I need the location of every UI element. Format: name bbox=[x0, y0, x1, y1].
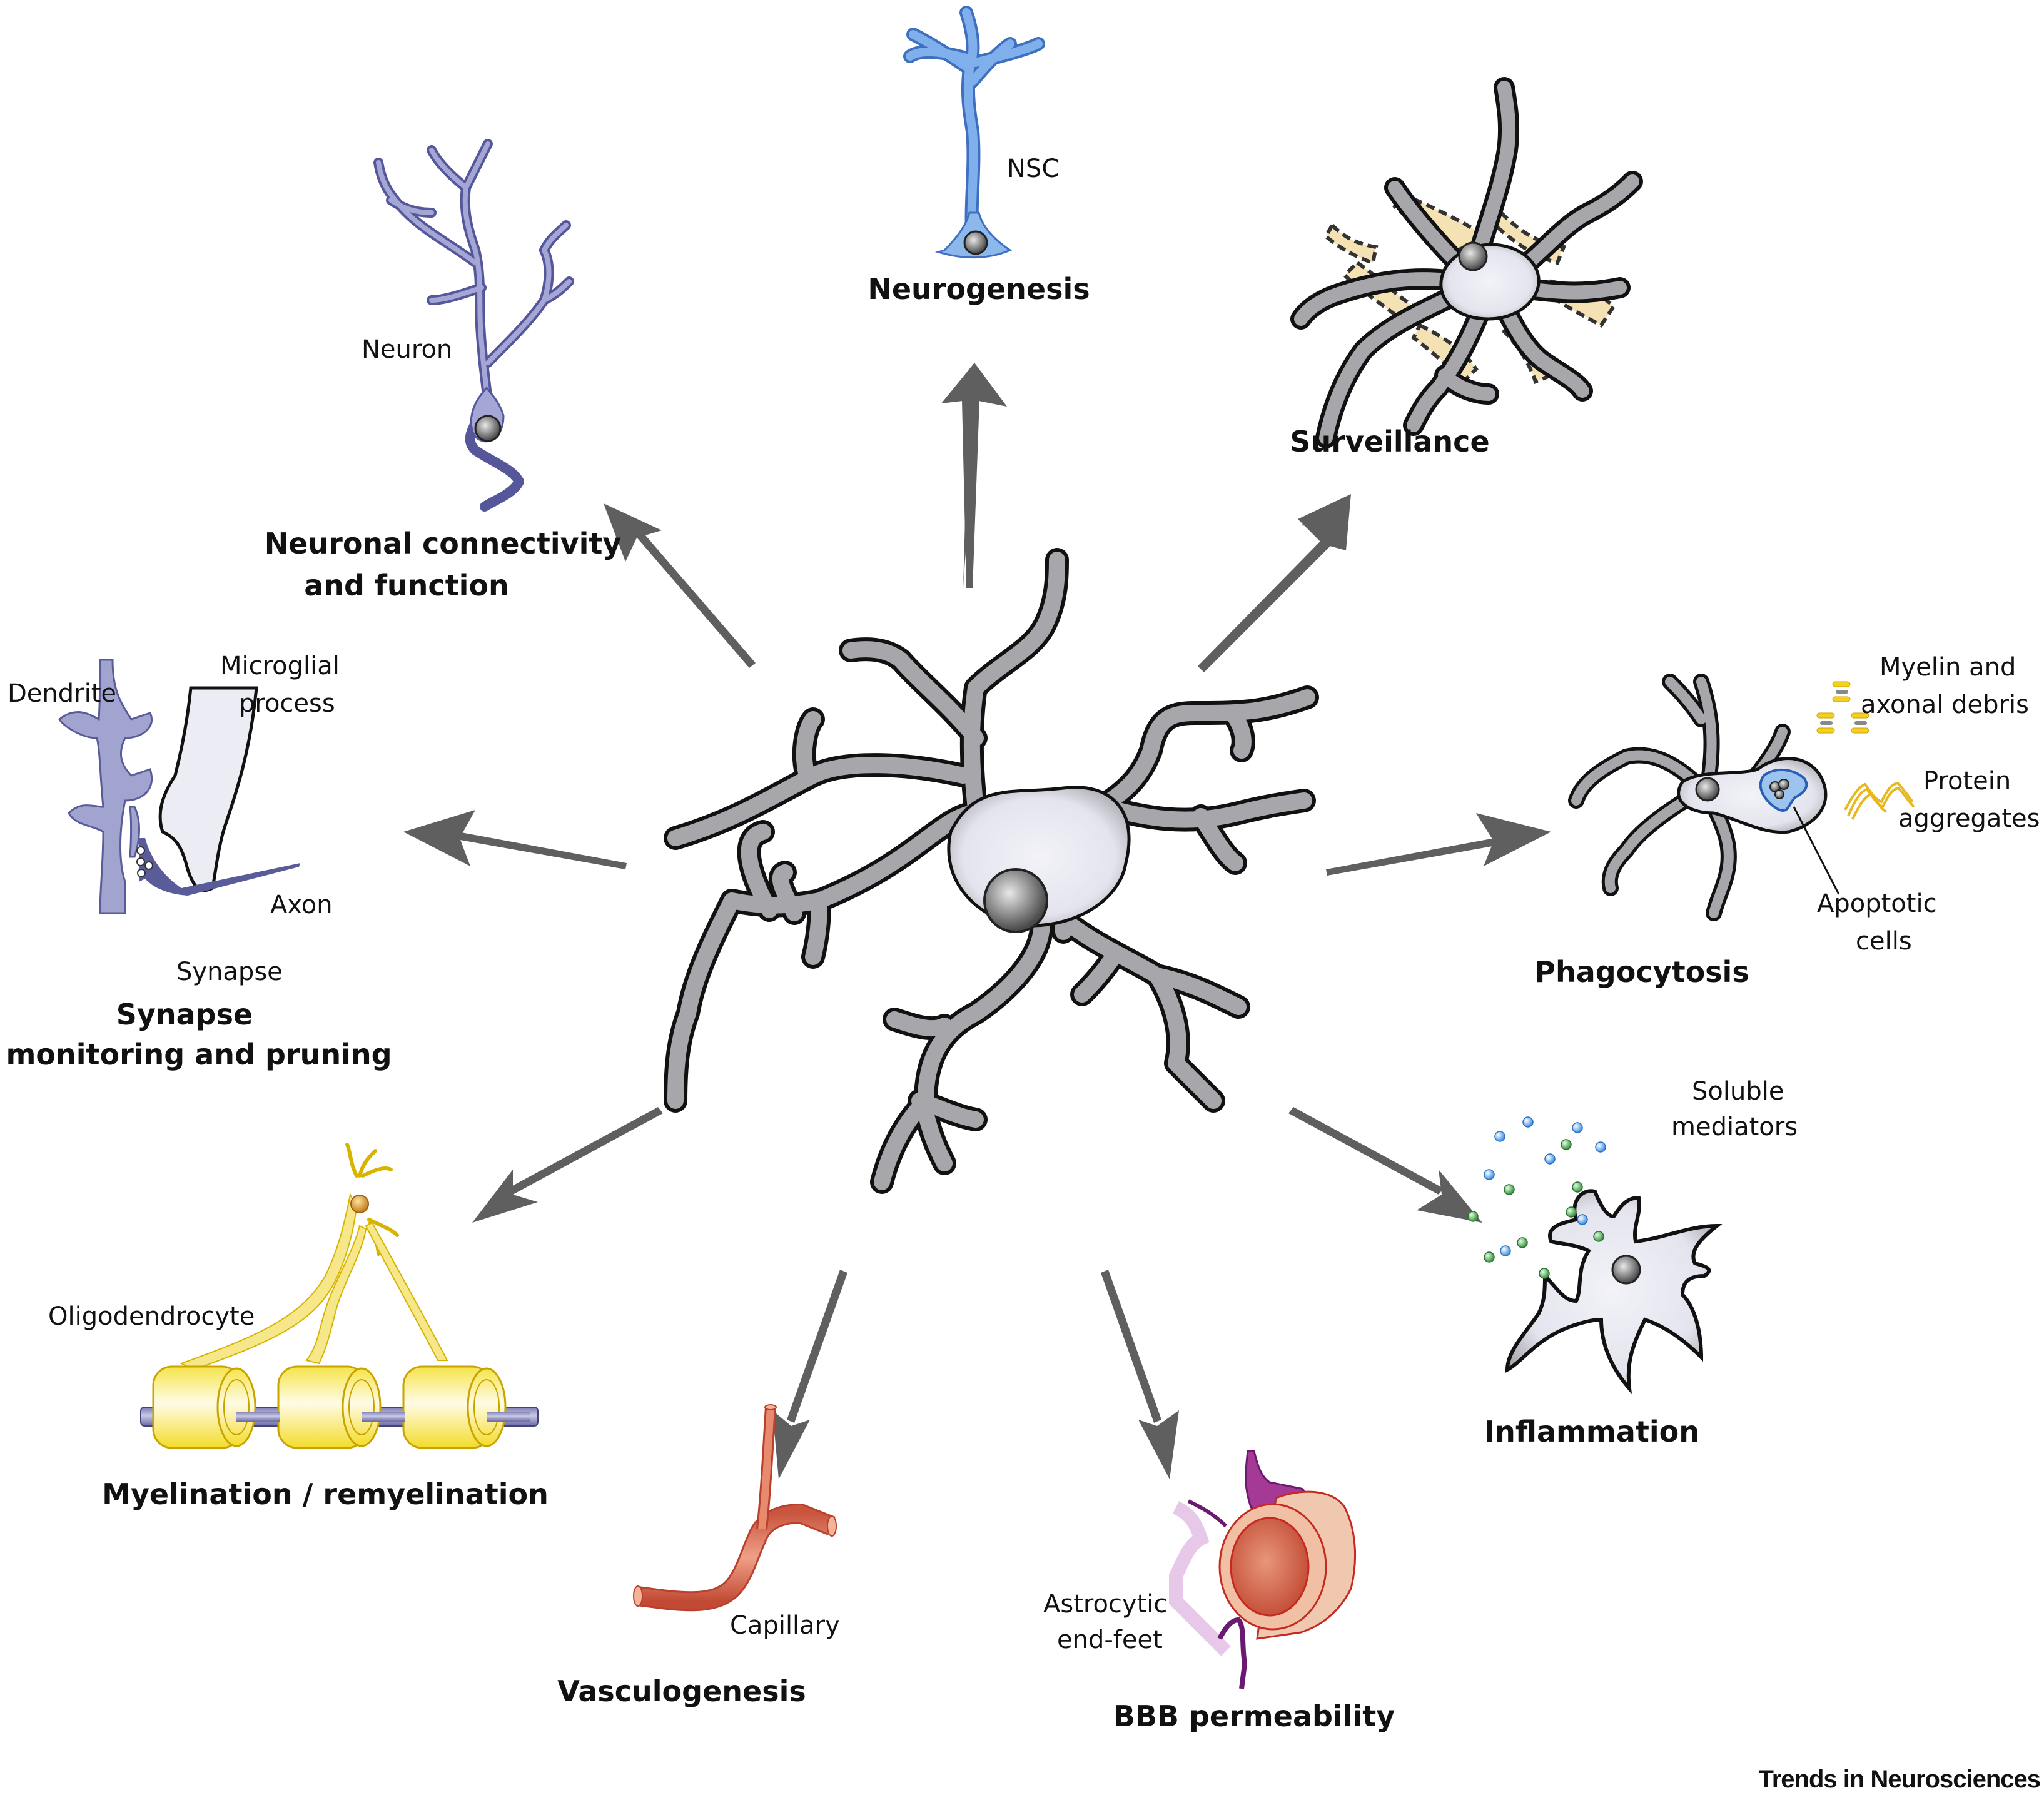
apoptotic-cell-shape bbox=[1759, 768, 1808, 812]
vasculogenesis-panel: Capillary Vasculogenesis bbox=[557, 1404, 840, 1708]
myelination-title: Myelination / remyelination bbox=[102, 1477, 549, 1511]
protein-aggregates-label-line2: aggregates bbox=[1898, 804, 2040, 833]
synapse-title-line1: Synapse bbox=[116, 998, 253, 1031]
neurogenesis-title: Neurogenesis bbox=[868, 272, 1090, 306]
arrow-to-bbb bbox=[1101, 1270, 1179, 1479]
surveillance-microglia-icon bbox=[1290, 77, 1643, 448]
bbb-panel: Astrocytic end-feet BBB permeability bbox=[1043, 1450, 1395, 1733]
nsc-label: NSC bbox=[1007, 154, 1059, 183]
synapse-panel: Dendrite Microglial process Axon Synapse… bbox=[6, 652, 392, 1071]
myelin-debris-label-line1: Myelin and bbox=[1880, 653, 2016, 682]
arrow-to-surveillance bbox=[1198, 494, 1351, 672]
myelination-panel: Oligodendrocyte Myelination / remyelinat… bbox=[48, 1143, 549, 1511]
phagocytic-microglia-icon bbox=[1568, 674, 1915, 921]
inflammation-panel: Soluble mediators Inflammation bbox=[1467, 1077, 1798, 1449]
microglial-process-shape bbox=[158, 686, 258, 892]
arrow-to-phagocytosis bbox=[1326, 813, 1551, 876]
surveillance-panel: Surveillance bbox=[1290, 77, 1643, 458]
phagocytosis-title: Phagocytosis bbox=[1534, 955, 1749, 989]
journal-credit: Trends in Neurosciences bbox=[1758, 1766, 2040, 1793]
neuron-icon bbox=[373, 139, 574, 512]
soluble-mediators-label-line2: mediators bbox=[1671, 1113, 1798, 1141]
neuron-label: Neuron bbox=[362, 335, 452, 364]
soluble-mediators-label-line1: Soluble bbox=[1692, 1077, 1784, 1106]
axon-label: Axon bbox=[270, 891, 333, 919]
central-microglia-cell bbox=[664, 548, 1319, 1194]
arrow-to-myelination bbox=[472, 1107, 663, 1223]
neuronal-connectivity-title-line2: and function bbox=[304, 569, 509, 602]
oligodendrocyte-icon bbox=[140, 1143, 539, 1449]
synapse-title-line2: monitoring and pruning bbox=[6, 1038, 392, 1071]
blood-vessel-endfeet-icon bbox=[1169, 1450, 1357, 1689]
arrow-to-vasculogenesis bbox=[772, 1270, 847, 1479]
arrow-to-synapse bbox=[403, 810, 627, 869]
neuronal-connectivity-panel: Neuron Neuronal connectivity and functio… bbox=[265, 139, 622, 602]
vasculogenesis-title: Vasculogenesis bbox=[557, 1674, 806, 1708]
soluble-mediator-dots bbox=[1467, 1116, 1606, 1279]
arrows bbox=[403, 363, 1551, 1479]
bbb-permeability-title: BBB permeability bbox=[1113, 1699, 1395, 1733]
neurogenesis-panel: NSC Neurogenesis bbox=[868, 6, 1090, 306]
surveillance-title: Surveillance bbox=[1290, 425, 1489, 458]
activated-microglia-icon bbox=[1467, 1116, 1723, 1395]
protein-aggregates-icon bbox=[1844, 781, 1915, 820]
dendrite-label: Dendrite bbox=[8, 679, 116, 708]
apoptotic-cells-label-line1: Apoptotic bbox=[1817, 889, 1937, 918]
microglia-nucleus bbox=[983, 868, 1048, 933]
microglial-process-label-line2: process bbox=[239, 689, 335, 718]
arrow-to-neuronal-connectivity bbox=[604, 503, 756, 668]
protein-aggregates-label-line1: Protein bbox=[1923, 767, 2011, 796]
dendrite-shape bbox=[58, 659, 153, 914]
neuronal-connectivity-title-line1: Neuronal connectivity bbox=[265, 527, 622, 560]
arrow-to-neurogenesis bbox=[941, 363, 1007, 588]
myelin-debris-icon bbox=[1816, 681, 1869, 734]
capillary-icon bbox=[633, 1404, 837, 1612]
myelin-debris-label-line2: axonal debris bbox=[1861, 690, 2029, 719]
myelin-sheath bbox=[152, 1365, 530, 1449]
nsc-cell-icon bbox=[903, 6, 1045, 259]
capillary-label: Capillary bbox=[730, 1611, 840, 1640]
arrow-to-inflammation bbox=[1288, 1107, 1482, 1223]
synapse-icon bbox=[58, 659, 300, 914]
phagocytosis-panel: Myelin and axonal debris Protein aggrega… bbox=[1534, 653, 2040, 989]
astrocytic-endfeet-label-line1: Astrocytic bbox=[1043, 1590, 1167, 1619]
synapse-label: Synapse bbox=[176, 958, 283, 986]
inflammation-title: Inflammation bbox=[1484, 1415, 1699, 1449]
astrocytic-endfeet-label-line2: end-feet bbox=[1057, 1626, 1163, 1654]
microglial-process-label-line1: Microglial bbox=[220, 652, 340, 680]
oligodendrocyte-label: Oligodendrocyte bbox=[48, 1302, 255, 1331]
apoptotic-cells-label-line2: cells bbox=[1856, 927, 1912, 956]
